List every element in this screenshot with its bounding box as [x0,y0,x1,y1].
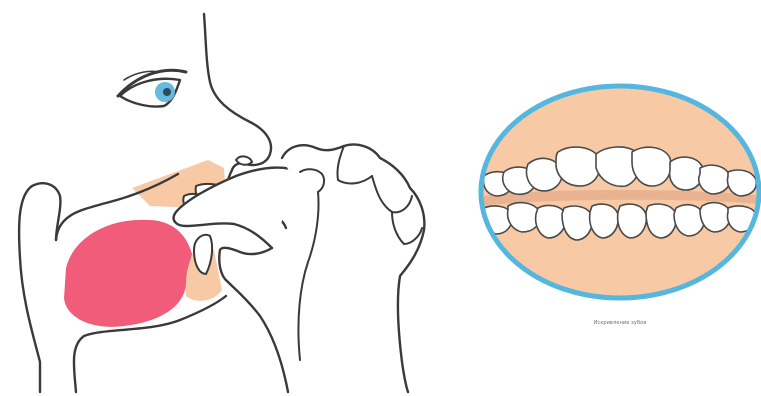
figure-caption: Искривление зубов [560,320,680,326]
upper-tooth-left-4 [556,147,600,186]
lower-tooth-right-4 [646,204,676,238]
lower-tooth-center-left [590,204,619,238]
lower-tooth-center-right [618,204,647,238]
upper-tooth-center-right [632,147,671,186]
upper-tooth-right-2 [699,165,731,194]
upper-tooth-far-right [728,170,757,196]
upper-tooth-right-3 [670,157,703,190]
